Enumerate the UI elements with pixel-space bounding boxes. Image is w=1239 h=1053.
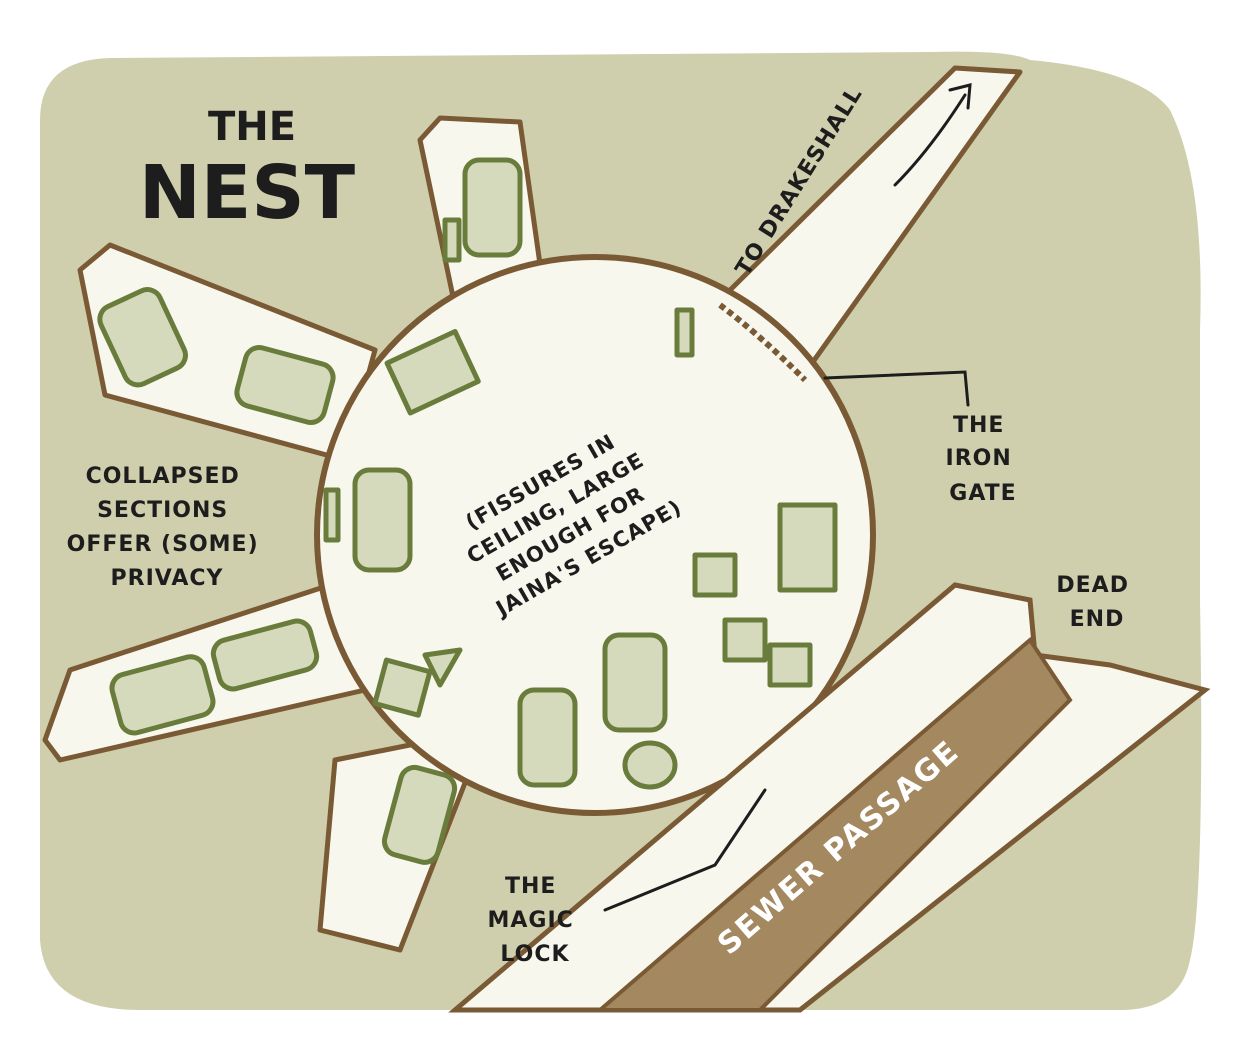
iron-gate-line: THE xyxy=(953,413,1004,438)
main-chamber xyxy=(314,254,876,816)
collapsed-line: SECTIONS xyxy=(97,498,228,523)
drakeshall-arrowhead xyxy=(948,83,972,110)
bench xyxy=(674,307,695,358)
map-title-line1: THE xyxy=(208,104,296,150)
triangle-marker xyxy=(422,647,463,688)
map-title-line2: NEST xyxy=(139,150,356,236)
workbench xyxy=(384,328,481,416)
bench xyxy=(323,487,341,543)
iron-gate-line: IRON xyxy=(946,446,1012,471)
crate xyxy=(692,552,738,598)
dead-end-line: END xyxy=(1070,607,1125,632)
crate xyxy=(777,502,838,593)
bench xyxy=(442,217,462,263)
drakeshall-arrow xyxy=(893,93,967,187)
label-magic-lock: THE MAGIC LOCK xyxy=(488,874,583,967)
iron-gate-leader xyxy=(823,370,970,407)
iron-gate-line: GATE xyxy=(949,481,1016,506)
bedroll xyxy=(109,654,216,736)
bedroll xyxy=(517,687,578,788)
sewer-water xyxy=(594,637,1073,1012)
magic-lock-line: THE xyxy=(505,874,556,899)
crate xyxy=(767,642,813,688)
bedroll xyxy=(210,618,320,692)
crate xyxy=(372,657,433,718)
magic-lock-line: LOCK xyxy=(500,942,569,967)
bedroll xyxy=(352,467,413,573)
label-dead-end: DEAD END xyxy=(1056,573,1137,632)
collapsed-line: PRIVACY xyxy=(111,566,224,591)
bedroll xyxy=(97,287,188,388)
sewer-passage xyxy=(448,582,1211,1013)
label-collapsed-sections: COLLAPSED SECTIONS OFFER (SOME) PRIVACY xyxy=(67,464,268,591)
boulder xyxy=(622,740,678,790)
dead-end-line: DEAD xyxy=(1056,573,1129,598)
collapsed-line: COLLAPSED xyxy=(86,464,240,489)
magic-lock-line: MAGIC xyxy=(488,908,574,933)
magic-lock-leader xyxy=(603,788,767,912)
label-iron-gate: THE IRON GATE xyxy=(946,413,1021,506)
bedroll xyxy=(234,345,336,425)
bedroll xyxy=(381,764,458,865)
leader-lines xyxy=(603,83,972,912)
furniture xyxy=(97,157,838,865)
bedroll xyxy=(602,632,668,733)
bedroll xyxy=(462,157,523,258)
crate xyxy=(722,617,768,663)
collapsed-line: OFFER (SOME) xyxy=(67,532,259,557)
iron-gate xyxy=(718,302,808,383)
